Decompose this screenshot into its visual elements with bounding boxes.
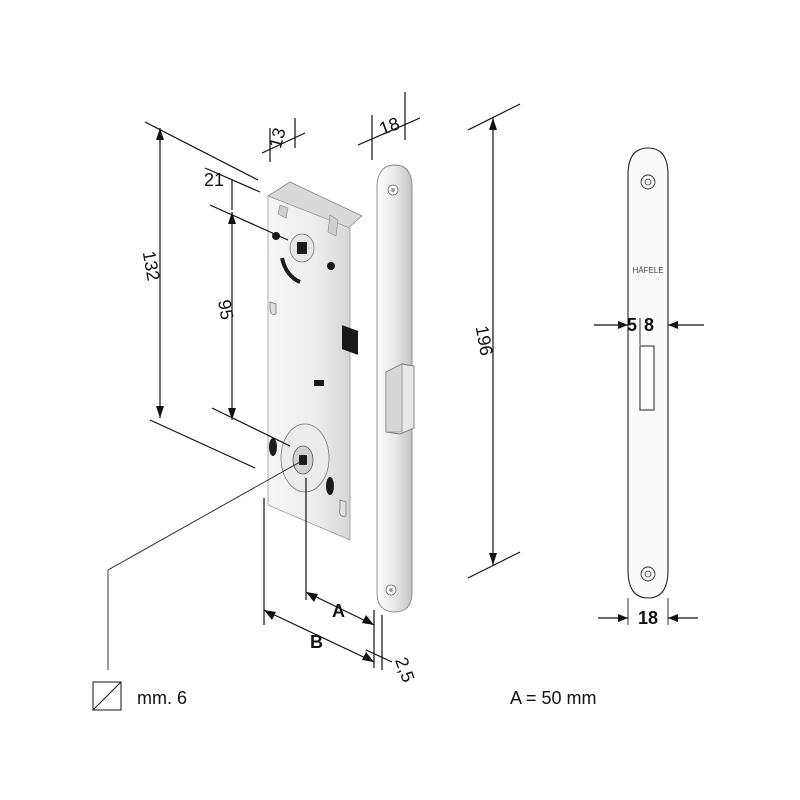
spindle-label: mm. 6	[137, 688, 187, 708]
body-notch-small	[277, 204, 289, 219]
dim-label-A: A	[332, 601, 345, 621]
body-notch	[327, 214, 339, 237]
arrow	[618, 614, 628, 622]
arrow	[618, 321, 628, 329]
arrow	[668, 614, 678, 622]
arrow	[362, 615, 374, 625]
ext-line-95-bottom	[211, 407, 291, 447]
oval-hole	[326, 477, 334, 495]
arrow	[362, 652, 374, 662]
dim-label-8: 8	[644, 315, 654, 335]
front-screw-bottom-inner	[644, 570, 652, 578]
arrow	[156, 406, 164, 418]
dimension-arrows	[156, 118, 497, 662]
faceplate-front-view: HÄFELE	[594, 147, 704, 625]
arrow	[306, 592, 318, 602]
d-hole	[269, 301, 277, 315]
front-screw-top	[640, 174, 656, 190]
arrow	[228, 408, 236, 420]
formula-label: A = 50 mm	[510, 688, 597, 708]
latch-window	[639, 345, 655, 411]
arrow	[156, 128, 164, 140]
lock-body	[267, 181, 363, 541]
dim-label-132: 132	[139, 249, 164, 282]
screw-hole	[327, 262, 335, 270]
screw-center	[389, 588, 393, 592]
dim-label-13: 13	[265, 126, 290, 151]
dim-line-2_5	[365, 649, 393, 663]
dim-line-A	[305, 591, 375, 626]
spindle-square-hole	[299, 455, 307, 465]
dim-line-18	[357, 117, 421, 146]
front-screw-top-inner	[644, 178, 652, 186]
square-spindle-icon	[92, 681, 122, 711]
arrow	[668, 321, 678, 329]
spindle-symbol	[92, 681, 122, 711]
small-slot	[314, 380, 324, 386]
brand-logo: HÄFELE	[632, 266, 663, 275]
dim-label-B: B	[310, 632, 323, 652]
arrow	[264, 610, 276, 620]
ext-line-132-bottom	[149, 419, 256, 469]
arc-slot	[280, 257, 301, 284]
dim-label-18-front: 18	[638, 608, 658, 628]
arrow	[489, 553, 497, 565]
dimension-lines	[107, 92, 521, 670]
dim-label-21: 21	[204, 170, 224, 190]
ext-line-196-top	[467, 103, 521, 131]
mid-square-hole	[342, 325, 358, 355]
screw-center	[391, 188, 395, 192]
front-screw-bottom	[640, 566, 656, 582]
dim-label-5: 5	[627, 315, 637, 335]
ext-line-132-top	[144, 121, 259, 181]
dim-line-13	[261, 132, 306, 154]
d-hole-lower	[339, 499, 347, 517]
latch-side	[385, 363, 403, 433]
arrow	[228, 212, 236, 224]
dim-label-196: 196	[472, 324, 497, 357]
oval-hole	[269, 438, 277, 456]
dim-label-2_5: 2,5	[391, 654, 418, 684]
dim-label-95: 95	[214, 298, 237, 321]
spindle-diagonal	[92, 681, 122, 711]
dim-line-B	[263, 609, 375, 663]
ext-line-95-top	[209, 204, 289, 241]
ext-line-196-bottom	[467, 551, 521, 579]
upper-square-hole	[297, 242, 307, 254]
faceplate-side	[376, 164, 415, 613]
leader-line	[107, 461, 301, 571]
arrow	[489, 118, 497, 130]
